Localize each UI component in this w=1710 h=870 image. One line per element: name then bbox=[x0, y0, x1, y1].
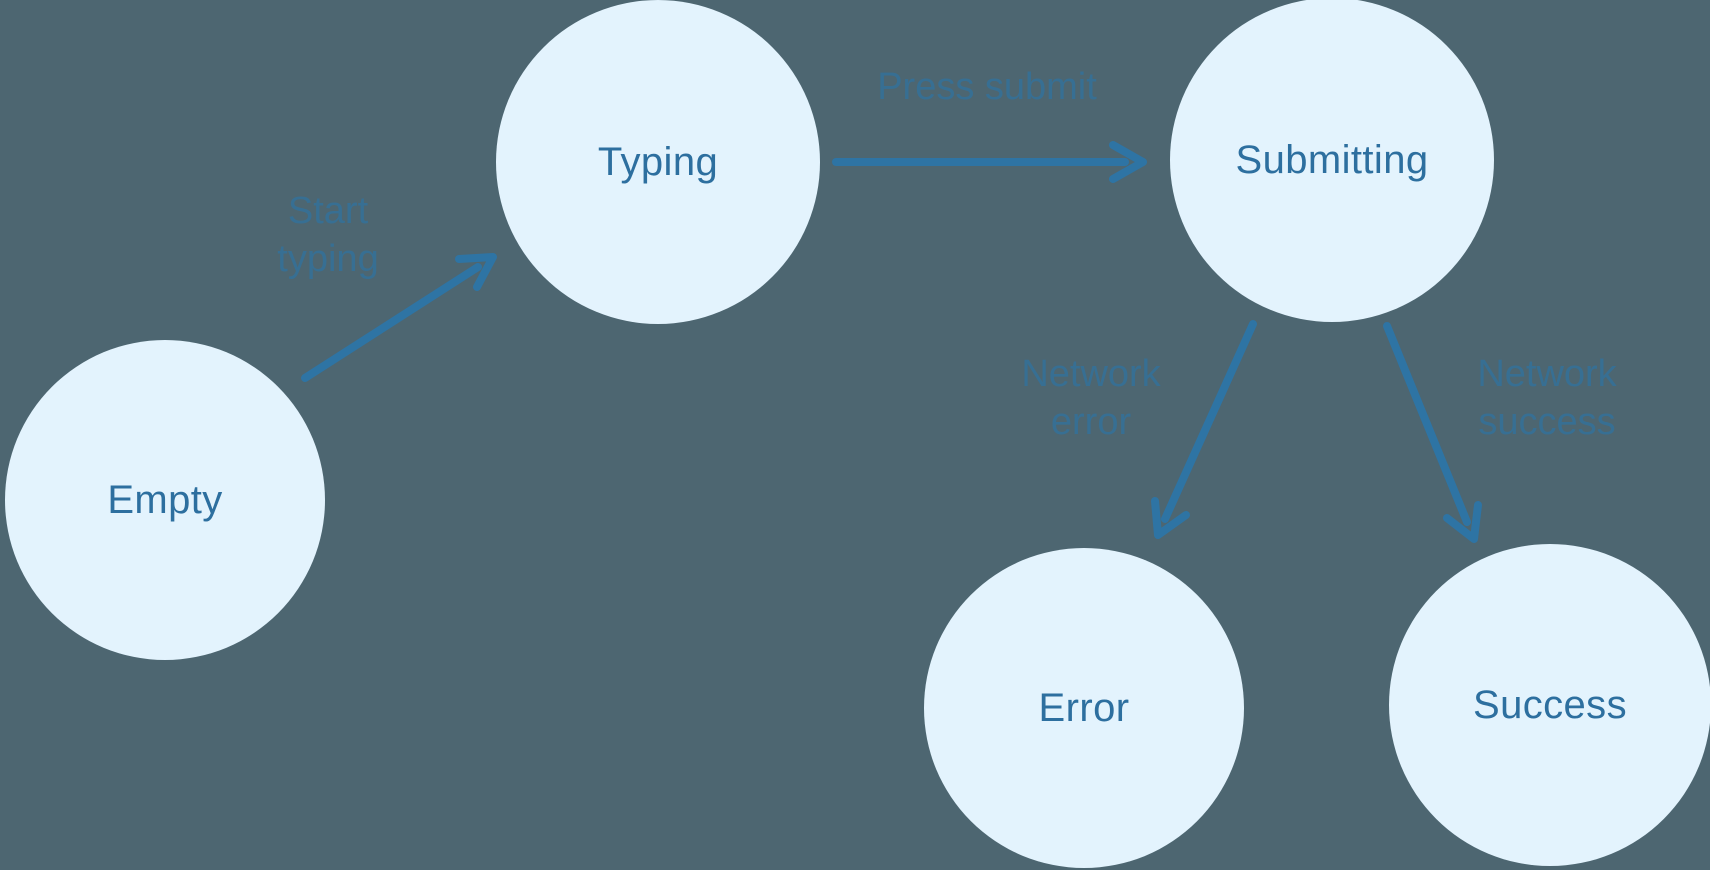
arrow-shaft bbox=[1161, 320, 1257, 523]
arrowhead-icon bbox=[1443, 501, 1482, 543]
arrow-shaft bbox=[301, 263, 482, 382]
state-node-error: Error bbox=[924, 548, 1244, 868]
state-label-empty: Empty bbox=[107, 477, 223, 522]
state-node-empty: Empty bbox=[5, 340, 325, 660]
arrow-submitting-to-success bbox=[1383, 322, 1482, 543]
transition-label-start-typing: Start typing bbox=[277, 190, 379, 280]
arrowhead-icon bbox=[1151, 497, 1190, 539]
state-label-success: Success bbox=[1473, 682, 1627, 727]
transition-label-network-success: Network success bbox=[1477, 353, 1617, 443]
arrow-typing-to-submitting bbox=[832, 141, 1147, 183]
state-label-submitting: Submitting bbox=[1235, 137, 1429, 182]
state-node-submitting: Submitting bbox=[1170, 0, 1494, 322]
state-label-error: Error bbox=[1038, 685, 1130, 730]
arrowhead-icon bbox=[1109, 141, 1147, 183]
transition-label-network-error: Network error bbox=[1021, 353, 1161, 443]
state-node-typing: Typing bbox=[496, 0, 820, 324]
transition-label-press-submit: Press submit bbox=[877, 66, 1097, 108]
arrow-empty-to-typing bbox=[301, 253, 497, 382]
state-label-typing: Typing bbox=[597, 139, 719, 184]
state-node-success: Success bbox=[1389, 544, 1710, 866]
arrowhead-icon bbox=[455, 253, 497, 291]
arrow-submitting-to-error bbox=[1151, 320, 1257, 539]
arrow-shaft bbox=[1383, 322, 1471, 526]
